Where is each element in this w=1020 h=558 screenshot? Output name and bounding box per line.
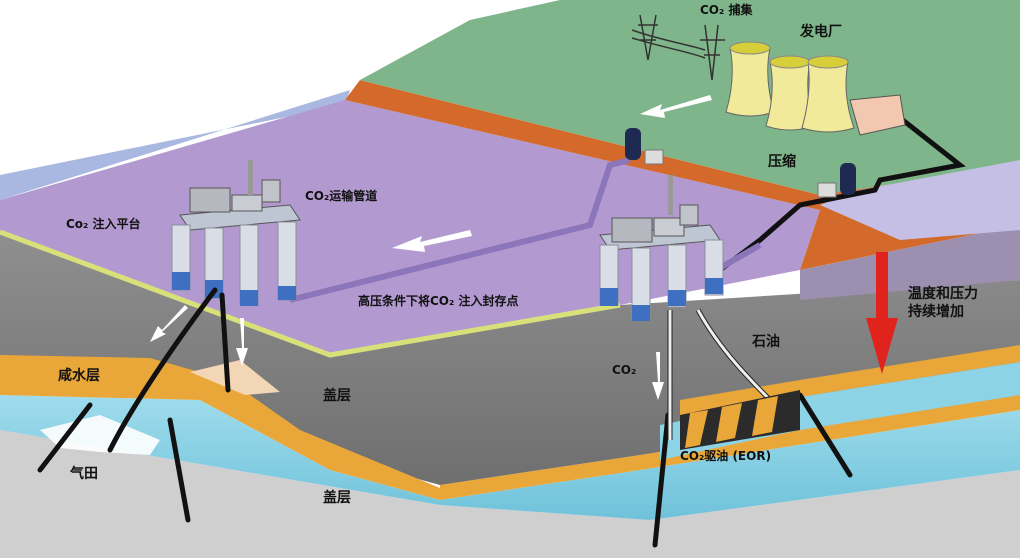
wells [37,287,853,548]
grass-plateau [360,0,1020,195]
label-co2: CO₂ [612,363,636,377]
label-compression: 压缩 [768,153,796,170]
label-caprock-lower: 盖层 [323,489,351,506]
label-power-plant: 发电厂 [799,23,842,40]
power-pylons [631,14,725,81]
injection-platform-right [599,175,724,321]
label-eor: CO₂驱油 (EOR) [680,448,771,463]
tower-tops [729,41,849,69]
label-gas-field: 气田 [69,465,98,482]
label-injection-platform: Co₂ 注入平台 [66,216,141,231]
aquifer-layer [0,395,1020,520]
label-temp-pressure-2: 持续增加 [908,303,964,320]
label-high-pressure-injection: 高压条件下将CO₂ 注入封存点 [358,293,518,308]
brown-cliff [345,80,1020,270]
cooling-towers [725,42,855,133]
plant-building [849,94,906,136]
injection-platform-left [171,160,301,306]
land-pipe [718,108,966,272]
coast-wedge [820,160,1020,240]
right-side-strip [800,225,1020,300]
saline-orange-layer [0,355,440,500]
label-caprock-upper: 盖层 [323,387,351,404]
label-co2-pipeline: CO₂运输管道 [305,188,377,203]
flow-arrows [150,95,712,400]
lower-gray-layer [0,430,1020,558]
shelf-blue-plane [0,90,350,200]
orange-lower-layer [440,395,1020,500]
label-co2-capture: CO₂ 捕集 [700,2,753,17]
land-pipe-purple [718,242,762,271]
gas-field-patch [40,415,160,455]
saline-light-patch [190,360,280,395]
label-temp-pressure-1: 温度和压力 [908,285,978,302]
compression-tank [817,163,856,198]
eor-oil-pocket [680,390,800,450]
capture-tank [625,128,664,165]
label-oil: 石油 [751,333,780,350]
label-saline-layer: 咸水层 [58,367,100,384]
seabed-edge [0,229,621,358]
temperature-pressure-arrow [866,252,898,374]
capture-pipe [289,157,631,303]
